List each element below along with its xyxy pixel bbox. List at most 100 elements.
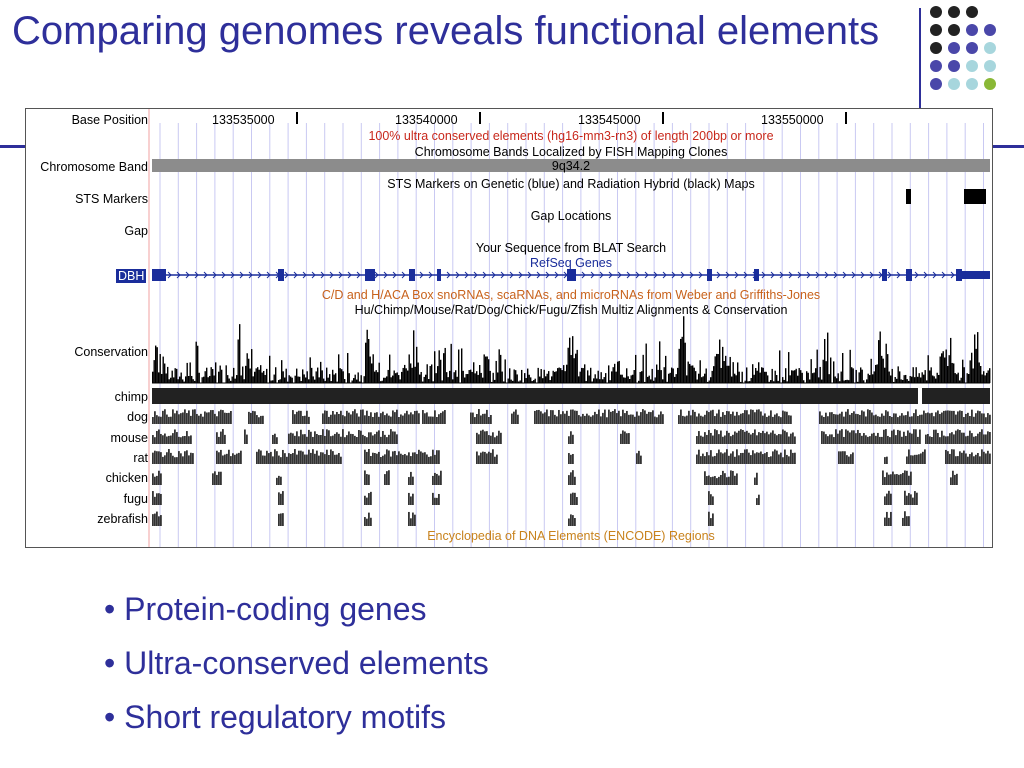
gene-strand-arrow: [176, 271, 181, 279]
alignment-block: [154, 437, 156, 444]
conservation-bar: [251, 349, 253, 383]
alignment-block: [366, 410, 368, 424]
alignment-block: [306, 410, 308, 424]
alignment-block: [977, 433, 979, 444]
conservation-bar: [611, 371, 613, 383]
alignment-block: [318, 435, 320, 444]
alignment-block: [280, 476, 282, 485]
conservation-bar: [726, 365, 728, 383]
conservation-bar: [255, 368, 257, 383]
alignment-block: [969, 454, 971, 464]
alignment-block: [152, 435, 154, 444]
conservation-bar: [926, 380, 928, 383]
alignment-block: [906, 470, 908, 485]
alignment-block: [344, 416, 346, 424]
alignment-block: [340, 456, 342, 464]
alignment-block: [910, 471, 912, 485]
alignment-block: [376, 453, 378, 464]
alignment-block: [985, 434, 987, 444]
track-title-sts[interactable]: STS Markers on Genetic (blue) and Radiat…: [387, 177, 755, 191]
alignment-block: [710, 410, 712, 424]
conservation-bar: [171, 370, 173, 383]
gene-strand-arrow: [311, 271, 316, 279]
conservation-bar: [675, 374, 677, 383]
conservation-bar: [407, 370, 409, 383]
track-title-gap[interactable]: Gap Locations: [530, 209, 612, 223]
alignment-block: [764, 453, 766, 464]
alignment-block: [572, 492, 574, 505]
alignment-block: [608, 409, 610, 424]
alignment-block: [884, 457, 886, 464]
conservation-bar: [623, 377, 625, 383]
track-title-chromosome-bands[interactable]: Chromosome Bands Localized by FISH Mappi…: [414, 145, 728, 159]
track-title-encode[interactable]: Encyclopedia of DNA Elements (ENCODE) Re…: [427, 529, 715, 543]
alignment-block: [158, 516, 160, 526]
alignment-block: [366, 437, 368, 444]
alignment-block: [492, 432, 494, 444]
alignment-block: [250, 412, 252, 424]
conservation-bar: [209, 375, 211, 383]
alignment-block: [164, 455, 166, 464]
gene-strand-arrow: [671, 271, 676, 279]
track-title-multiz[interactable]: Hu/Chimp/Mouse/Rat/Dog/Chick/Fugu/Zfish …: [354, 303, 788, 317]
conservation-bar: [398, 375, 400, 383]
alignment-block: [886, 493, 888, 505]
conservation-bar: [348, 373, 350, 383]
alignment-block: [154, 513, 156, 526]
conservation-bar: [603, 377, 605, 383]
conservation-bar: [866, 379, 868, 383]
conservation-bar: [615, 371, 617, 383]
conservation-bar: [609, 380, 611, 383]
alignment-block: [716, 413, 718, 424]
alignment-block: [786, 411, 788, 424]
alignment-block: [262, 415, 264, 424]
conservation-bar: [921, 372, 923, 383]
conservation-bar: [420, 371, 422, 383]
track-title-refseq[interactable]: RefSeq Genes: [530, 256, 612, 270]
alignment-block: [434, 472, 436, 485]
alignment-block: [967, 412, 969, 424]
alignment-block: [296, 454, 298, 464]
conservation-bar: [467, 374, 469, 383]
gene-strand-arrow: [824, 271, 829, 279]
alignment-block: [881, 413, 883, 424]
alignment-block: [897, 429, 899, 444]
alignment-block: [927, 433, 929, 444]
track-title-blat[interactable]: Your Sequence from BLAT Search: [475, 241, 667, 255]
conservation-bar: [962, 359, 964, 383]
conservation-bar: [485, 356, 487, 383]
conservation-bar: [464, 377, 466, 383]
alignment-block: [698, 413, 700, 424]
conservation-bar: [957, 372, 959, 383]
conservation-bar: [756, 370, 758, 383]
alignment-block: [827, 416, 829, 424]
conservation-bar: [525, 378, 527, 383]
conservation-bar: [923, 374, 925, 383]
conservation-bar: [194, 380, 196, 383]
conservation-bar: [678, 348, 680, 383]
alignment-block: [314, 453, 316, 464]
conservation-bar: [495, 360, 497, 383]
alignment-block: [904, 470, 906, 485]
conservation-bar: [413, 330, 415, 383]
conservation-bar: [935, 378, 937, 383]
conservation-bar: [740, 381, 742, 383]
conservation-bar: [600, 372, 602, 383]
alignment-block: [278, 513, 280, 526]
conservation-bar: [273, 374, 275, 383]
alignment-block: [298, 410, 300, 424]
conservation-bar: [546, 373, 548, 383]
alignment-block: [492, 449, 494, 464]
conservation-bar: [503, 381, 505, 383]
conservation-bar: [971, 352, 973, 383]
conservation-bar: [521, 369, 523, 383]
conservation-bar: [824, 339, 826, 383]
alignment-block: [939, 413, 941, 424]
track-title-ultra-conserved[interactable]: 100% ultra conserved elements (hg16-mm3-…: [368, 129, 774, 143]
conservation-bar: [435, 373, 437, 383]
label-gene-dbh[interactable]: DBH: [116, 269, 147, 283]
alignment-block: [823, 416, 825, 424]
conservation-bar: [242, 366, 244, 383]
track-title-snorna[interactable]: C/D and H/ACA Box snoRNAs, scaRNAs, and …: [321, 288, 821, 302]
alignment-block: [949, 453, 951, 464]
